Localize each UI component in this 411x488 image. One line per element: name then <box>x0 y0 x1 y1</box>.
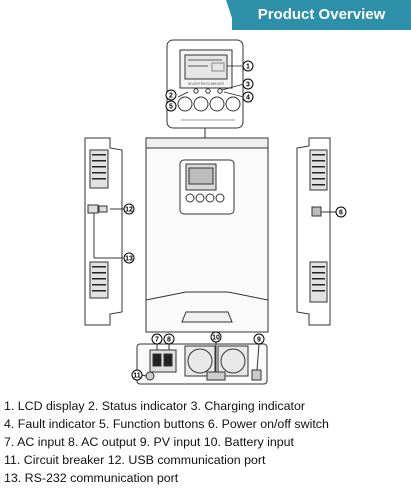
front-view <box>145 137 269 333</box>
power-switch <box>311 206 322 217</box>
svg-text:13: 13 <box>125 256 133 263</box>
svg-text:1: 1 <box>246 64 250 71</box>
svg-text:10: 10 <box>212 335 220 342</box>
panel-zoom <box>166 39 244 160</box>
banner-notch <box>226 0 236 30</box>
svg-text:5: 5 <box>169 104 173 111</box>
svg-text:9: 9 <box>257 337 261 344</box>
callout-13: 13 <box>123 252 135 264</box>
pv-terminals <box>251 369 262 381</box>
callout-11: 11 <box>131 369 143 381</box>
callout-2: 2 <box>165 89 177 101</box>
callout-1: 1 <box>242 60 254 72</box>
svg-text:8: 8 <box>167 337 171 344</box>
svg-text:2: 2 <box>169 93 173 100</box>
svg-text:7: 7 <box>155 337 159 344</box>
caption-line-1: 1. LCD display 2. Status indicator 3. Ch… <box>4 399 305 413</box>
usb-port <box>87 204 99 214</box>
callout-4: 4 <box>242 91 254 103</box>
callout-6: 6 <box>335 206 347 218</box>
callouts: 1 3 4 2 5 12 13 6 7 8 10 9 11 <box>123 60 347 381</box>
function-button-2 <box>193 96 209 112</box>
caption-line-4: 11. Circuit breaker 12. USB communicatio… <box>4 453 266 467</box>
function-button-3 <box>209 96 225 112</box>
status-led <box>193 88 199 94</box>
left-vent-bottom <box>89 261 109 299</box>
callout-7: 7 <box>151 333 163 345</box>
svg-text:6: 6 <box>339 210 343 217</box>
caption-line-3: 7. AC input 8. AC output 9. PV input 10.… <box>4 435 294 449</box>
left-vent-top <box>89 149 109 189</box>
caption-line-2: 4. Fault indicator 5. Function buttons 6… <box>4 417 329 431</box>
battery-terminals <box>206 371 226 381</box>
lcd-zoom-caption: INVERTER/CHARGER <box>188 82 225 86</box>
callout-9: 9 <box>253 333 265 345</box>
fan-right <box>217 345 249 377</box>
rs232-port <box>98 205 108 213</box>
callout-12: 12 <box>123 203 135 215</box>
right-vent-bottom <box>309 261 328 303</box>
callout-5: 5 <box>165 100 177 112</box>
charging-led <box>205 88 211 94</box>
function-button-1 <box>177 96 193 112</box>
svg-text:3: 3 <box>246 82 250 89</box>
fan-left <box>184 345 216 377</box>
fault-led <box>217 88 223 94</box>
callout-3: 3 <box>242 78 254 90</box>
svg-text:12: 12 <box>125 207 133 214</box>
product-overview-banner: Product Overview <box>232 0 411 30</box>
svg-text:11: 11 <box>133 373 141 380</box>
bottom-view <box>136 342 268 385</box>
caption-line-5: 13. RS-232 communication port <box>4 471 179 485</box>
callout-8: 8 <box>163 333 175 345</box>
svg-text:4: 4 <box>246 95 250 102</box>
lcd-zoom-screen <box>184 54 228 80</box>
function-button-4 <box>225 96 241 112</box>
circuit-breaker <box>145 371 155 381</box>
callout-10: 10 <box>210 331 222 343</box>
